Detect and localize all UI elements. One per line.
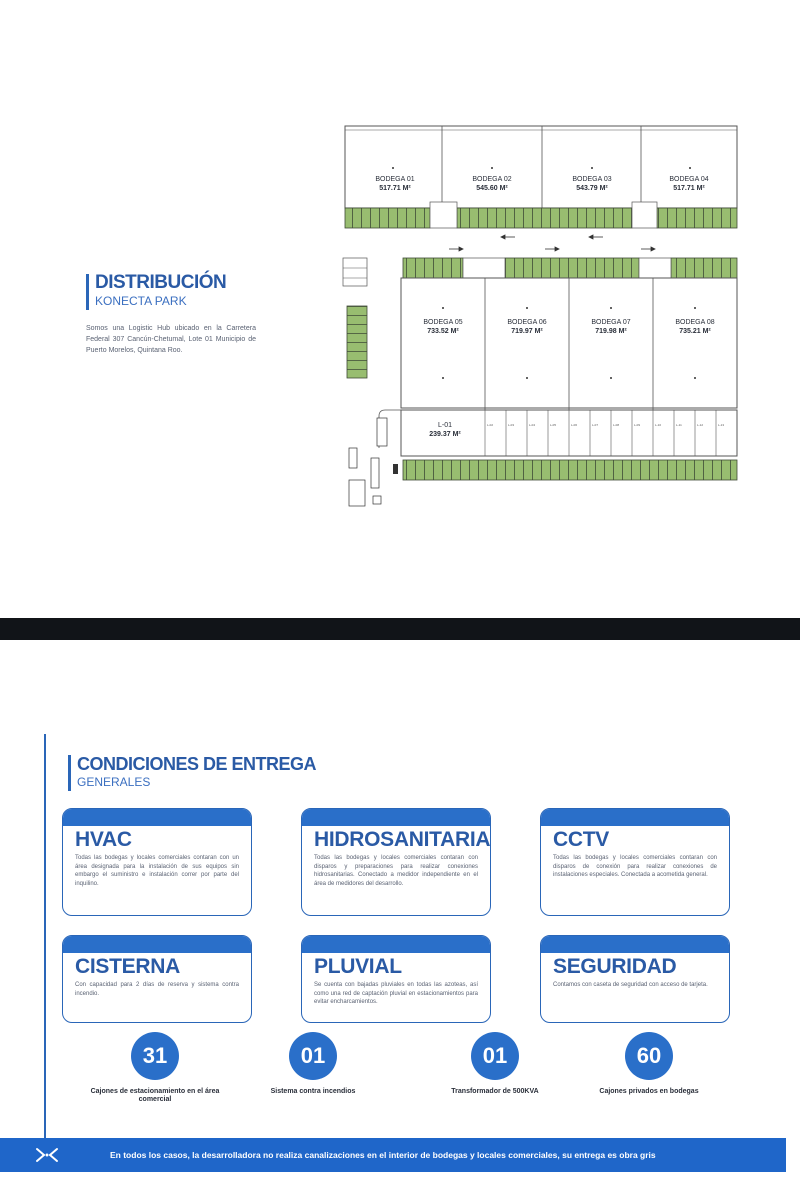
card-title: CCTV (553, 828, 609, 851)
bodega-name: BODEGA 06 (507, 319, 547, 326)
section-divider (0, 618, 800, 640)
bodega-label: BODEGA 07 719.98 M² (571, 318, 651, 336)
local-label: L-01 239.37 M² (405, 421, 485, 439)
bodega-name: BODEGA 07 (591, 319, 631, 326)
card-header-bar (63, 936, 251, 953)
accent-bar (68, 755, 71, 791)
konecta-logo-icon (36, 1148, 58, 1162)
site-plan: BODEGA 01 517.71 M² BODEGA 02 545.60 M² … (335, 118, 745, 518)
bodega-area: 719.98 M² (595, 328, 627, 335)
local-tag: L-03 (508, 423, 515, 427)
card-title: HIDROSANITARIA (314, 828, 491, 851)
bodega-area: 517.71 M² (673, 185, 705, 192)
stat-parking-commercial: 31 Cajones de estacionamiento en el área… (80, 1032, 230, 1104)
condiciones-subtitle: GENERALES (77, 775, 151, 789)
bodega-name: BODEGA 05 (423, 319, 463, 326)
local-tag: L-02 (487, 423, 494, 427)
card-hvac: HVAC Todas las bodegas y locales comerci… (62, 808, 252, 916)
bodega-area: 543.79 M² (576, 185, 608, 192)
distribucion-intro: DISTRIBUCIÓN KONECTA PARK Somos una Logi… (86, 272, 256, 356)
stat-value: 60 (625, 1032, 673, 1080)
bodega-name: BODEGA 01 (375, 176, 415, 183)
bodega-label: BODEGA 01 517.71 M² (355, 175, 435, 193)
bodega-name: BODEGA 03 (572, 176, 612, 183)
condiciones-section: CONDICIONES DE ENTREGA GENERALES HVAC To… (0, 640, 800, 1203)
stat-label: Cajones de estacionamiento en el área co… (90, 1088, 220, 1103)
stat-value: 01 (471, 1032, 519, 1080)
accent-bar (86, 274, 89, 310)
condiciones-heading: CONDICIONES DE ENTREGA GENERALES (68, 753, 317, 791)
card-hidrosanitaria: HIDROSANITARIA Todas las bodegas y local… (301, 808, 491, 916)
local-name: L-01 (437, 422, 452, 429)
bodega-area: 735.21 M² (679, 328, 711, 335)
bodega-label: BODEGA 04 517.71 M² (649, 175, 729, 193)
card-header-bar (302, 936, 490, 953)
local-tag: L-05 (550, 423, 557, 427)
card-header-bar (302, 809, 490, 826)
card-cctv: CCTV Todas las bodegas y locales comerci… (540, 808, 730, 916)
local-tag: L-07 (592, 423, 599, 427)
local-tag: L-04 (529, 423, 536, 427)
stat-fire-system: 01 Sistema contra incendios (238, 1032, 388, 1096)
local-tag: L-09 (634, 423, 641, 427)
bodega-area: 517.71 M² (379, 185, 411, 192)
card-title: SEGURIDAD (553, 955, 677, 978)
card-text: Todas las bodegas y locales comerciales … (553, 855, 717, 878)
stat-label: Transformador de 500KVA (451, 1088, 539, 1095)
card-header-bar (63, 809, 251, 826)
distribucion-title: DISTRIBUCIÓN (95, 272, 227, 293)
stat-parking-private: 60 Cajones privados en bodegas (574, 1032, 724, 1096)
bodega-name: BODEGA 04 (669, 176, 709, 183)
stat-label: Cajones privados en bodegas (599, 1088, 699, 1095)
bodega-label: BODEGA 03 543.79 M² (552, 175, 632, 193)
local-tag: L-08 (613, 423, 620, 427)
local-tag: L-11 (676, 423, 682, 427)
card-text: Todas las bodegas y locales comerciales … (314, 855, 478, 887)
bodega-label: BODEGA 08 735.21 M² (655, 318, 735, 336)
bodega-name: BODEGA 08 (675, 319, 715, 326)
card-title: CISTERNA (75, 955, 180, 978)
local-area: 239.37 M² (429, 431, 461, 438)
card-pluvial: PLUVIAL Se cuenta con bajadas pluviales … (301, 935, 491, 1023)
card-seguridad: SEGURIDAD Contamos con caseta de segurid… (540, 935, 730, 1023)
site-plan-drawing (342, 125, 738, 507)
card-text: Contamos con caseta de seguridad con acc… (553, 982, 708, 988)
stat-label: Sistema contra incendios (270, 1088, 356, 1095)
distribucion-description: Somos una Logistic Hub ubicado en la Car… (86, 325, 256, 354)
card-header-bar (541, 809, 729, 826)
local-tag: L-13 (718, 423, 725, 427)
card-title: PLUVIAL (314, 955, 402, 978)
local-tag: L-10 (655, 423, 662, 427)
local-tag: L-06 (571, 423, 578, 427)
card-text: Con capacidad para 2 días de reserva y s… (75, 982, 239, 997)
condiciones-title: CONDICIONES DE ENTREGA (77, 754, 317, 774)
footer-text: En todos los casos, la desarrolladora no… (110, 1150, 656, 1160)
bodega-label: BODEGA 06 719.97 M² (487, 318, 567, 336)
card-cisterna: CISTERNA Con capacidad para 2 días de re… (62, 935, 252, 1023)
stat-transformer: 01 Transformador de 500KVA (420, 1032, 570, 1096)
footer-banner: En todos los casos, la desarrolladora no… (0, 1138, 786, 1172)
stat-value: 31 (131, 1032, 179, 1080)
bodega-area: 719.97 M² (511, 328, 543, 335)
accent-vertical-line (44, 734, 46, 1154)
bodega-area: 733.52 M² (427, 328, 459, 335)
card-text: Todas las bodegas y locales comerciales … (75, 855, 239, 887)
card-title: HVAC (75, 828, 132, 851)
bodega-label: BODEGA 05 733.52 M² (403, 318, 483, 336)
distribucion-subtitle: KONECTA PARK (95, 294, 187, 308)
card-header-bar (541, 936, 729, 953)
distribucion-section: DISTRIBUCIÓN KONECTA PARK Somos una Logi… (86, 118, 745, 518)
bodega-name: BODEGA 02 (472, 176, 512, 183)
stat-value: 01 (289, 1032, 337, 1080)
local-tag: L-12 (697, 423, 704, 427)
card-text: Se cuenta con bajadas pluviales en todas… (314, 982, 478, 1005)
bodega-area: 545.60 M² (476, 185, 508, 192)
bodega-label: BODEGA 02 545.60 M² (452, 175, 532, 193)
